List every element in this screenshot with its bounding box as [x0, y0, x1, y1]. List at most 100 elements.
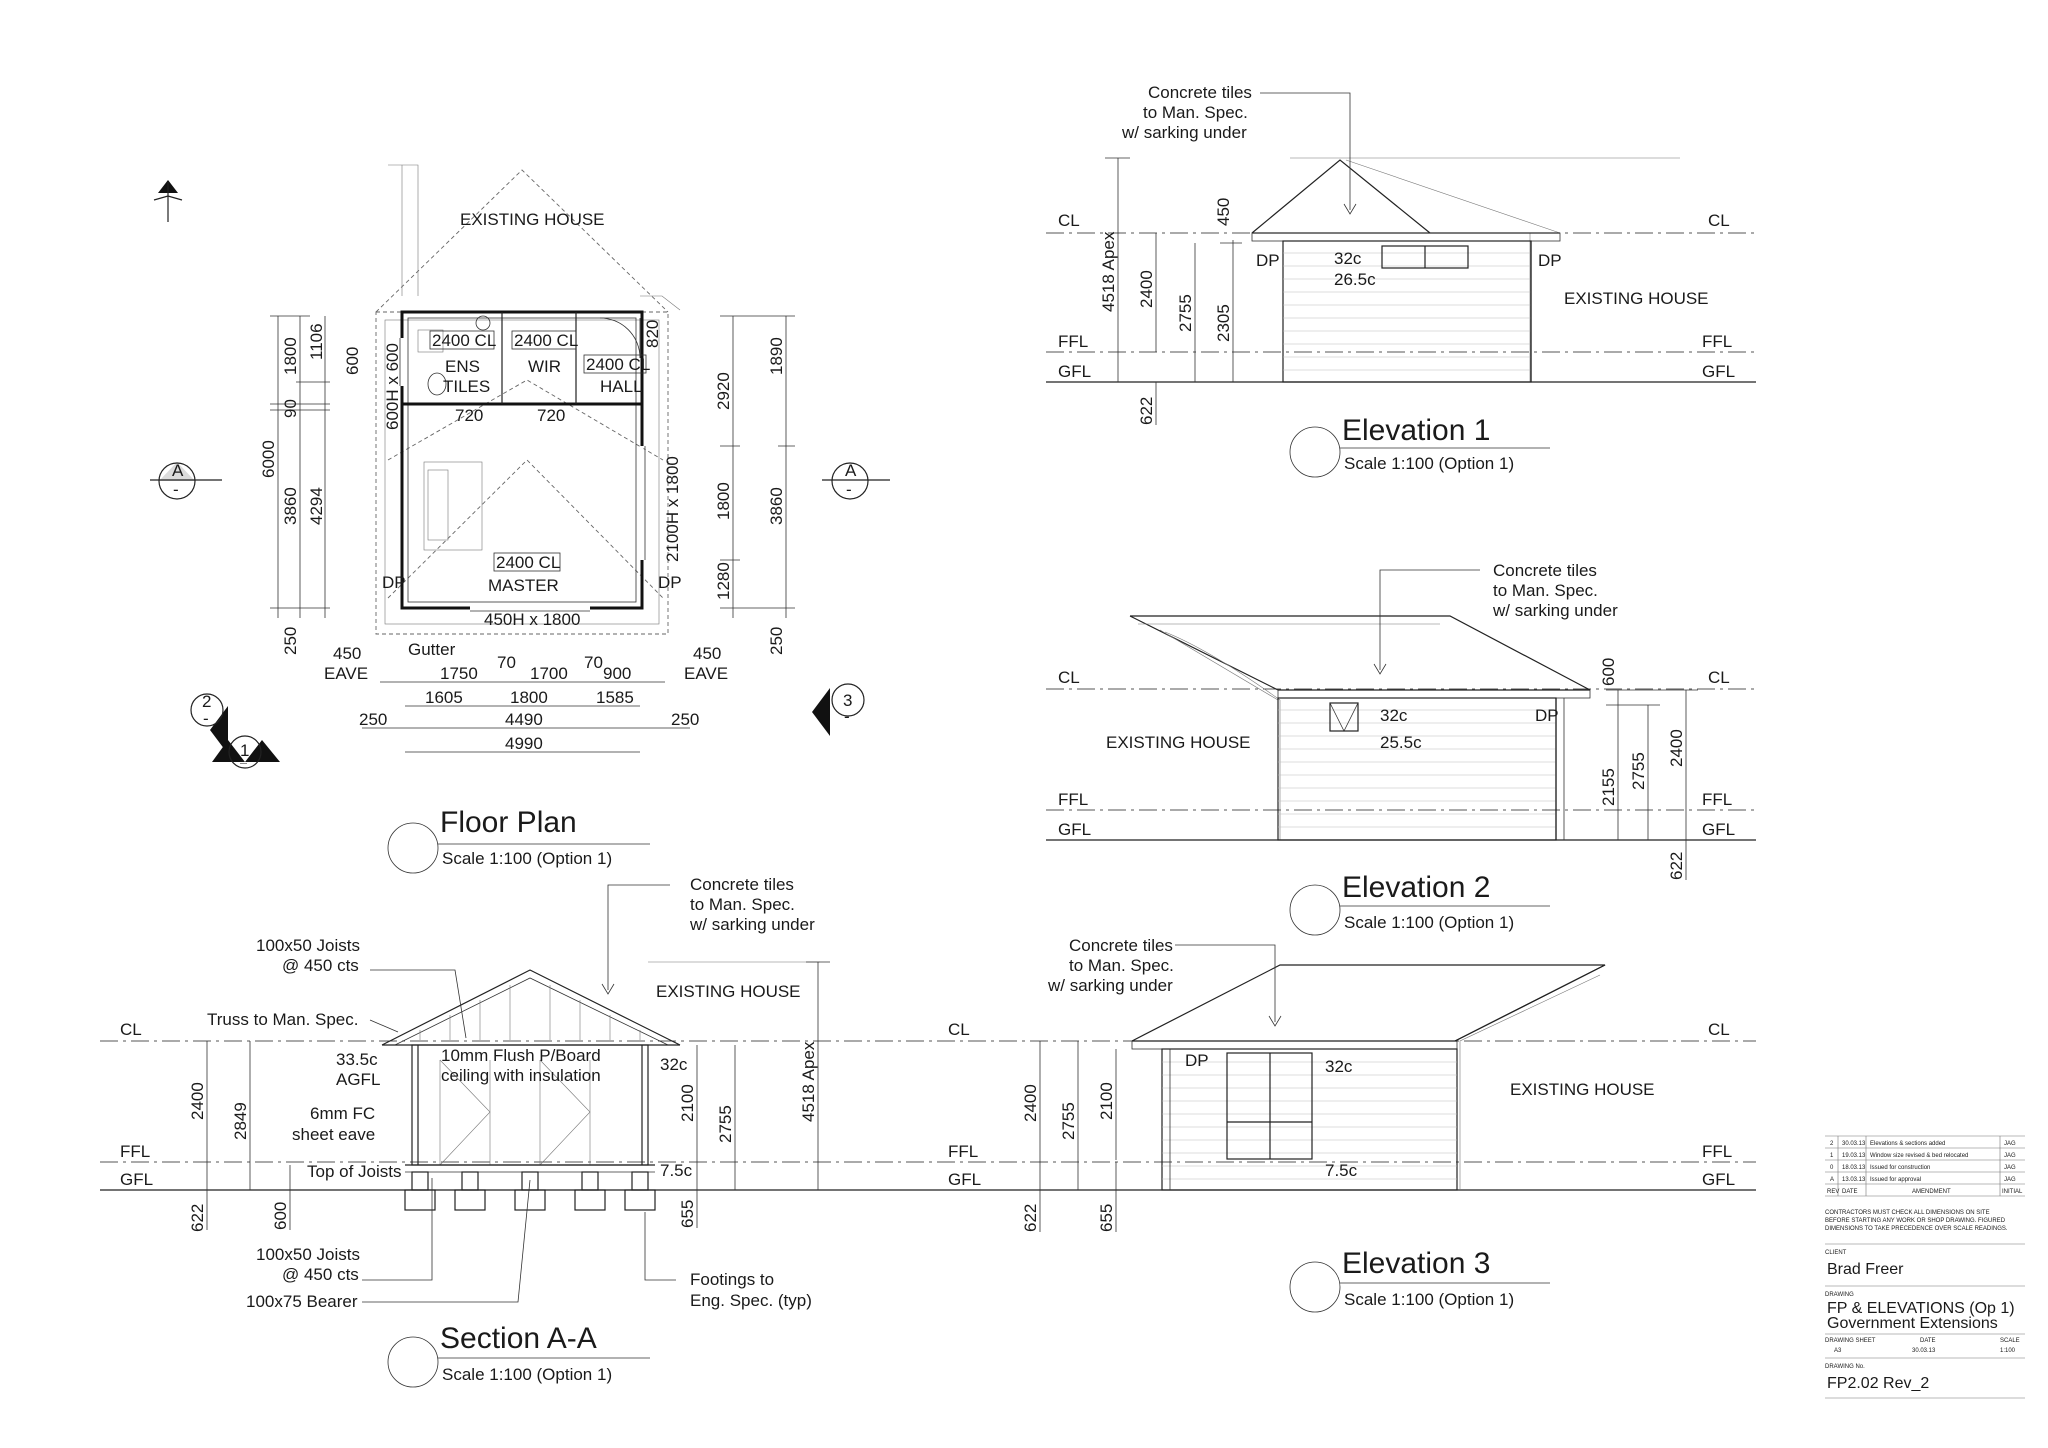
sec-bearer: 100x75 Bearer — [246, 1292, 358, 1311]
section-marker-right: A - — [822, 461, 890, 500]
dim-left-4294: 4294 — [307, 487, 326, 525]
section-a-a: Concrete tiles to Man. Spec. w/ sarking … — [100, 875, 1756, 1388]
dim-bottom-70a: 70 — [497, 653, 516, 672]
elev-marker-2-num: 2 — [202, 692, 211, 711]
rev-row-0-rev: 2 — [1830, 1141, 1834, 1147]
e3-existing-house: EXISTING HOUSE — [1510, 1080, 1655, 1099]
room-hall-label: HALL — [600, 377, 643, 396]
rev-row-2-initial: JAG — [2004, 1165, 2016, 1171]
dim-right-1890: 1890 — [767, 337, 786, 375]
e1-gfl-left: GFL — [1058, 362, 1091, 381]
rev-row-0-date: 30.03.13 — [1842, 1141, 1866, 1147]
sec-agfl-2: AGFL — [336, 1070, 380, 1089]
e1-dim-2305: 2305 — [1214, 304, 1233, 342]
e2-callout-line3: w/ sarking under — [1492, 601, 1618, 620]
e2-gfl-left: GFL — [1058, 820, 1091, 839]
sheet-size: A3 — [1834, 1348, 1842, 1354]
wir-ceiling-label: 2400 CL — [514, 331, 578, 350]
dim-bottom-1605: 1605 — [425, 688, 463, 707]
elevation-3-scale: Scale 1:100 (Option 1) — [1344, 1290, 1514, 1309]
e2-ffl-left: FFL — [1058, 790, 1088, 809]
sec-ffl: FFL — [120, 1142, 150, 1161]
drawing-name: FP & ELEVATIONS (Op 1) — [1827, 1300, 2015, 1317]
room-ens-label: ENS — [445, 357, 480, 376]
client-label: CLIENT — [1825, 1250, 1847, 1256]
window-bottom-label: 450H x 1800 — [484, 610, 580, 629]
dim-bottom-70b: 70 — [584, 653, 603, 672]
rev-row-1-rev: 1 — [1830, 1153, 1834, 1159]
sec-callout-tiles-2: to Man. Spec. — [690, 895, 795, 914]
sec-existing-house: EXISTING HOUSE — [656, 982, 801, 1001]
section-marker-left-top: A — [172, 461, 184, 480]
section-title: Section A-A — [440, 1322, 597, 1355]
dim-bottom-900: 900 — [603, 664, 631, 683]
sec-joists-top-2: @ 450 cts — [282, 956, 359, 975]
e3-callout-line3: w/ sarking under — [1047, 976, 1173, 995]
eave-left-value: 450 — [333, 644, 361, 663]
inner-dim-ens: 720 — [455, 406, 483, 425]
dim-bottom-4490: 4490 — [505, 710, 543, 729]
gutter-label: Gutter — [408, 640, 456, 659]
e2-gfl-right: GFL — [1702, 820, 1735, 839]
e1-dim-apex: 4518 Apex — [1099, 231, 1118, 312]
notes-line1: CONTRACTORS MUST CHECK ALL DIMENSIONS ON… — [1825, 1210, 1990, 1216]
sec-joists-bottom-2: @ 450 cts — [282, 1265, 359, 1284]
dim-left-250: 250 — [281, 627, 300, 655]
section-marker-left: A - — [150, 461, 222, 500]
title-block: 2 30.03.13 Elevations & sections added J… — [1825, 1135, 2025, 1399]
elevation-1: Concrete tiles to Man. Spec. w/ sarking … — [1046, 83, 1756, 478]
sec-fc-eave-1: 6mm FC — [310, 1104, 375, 1123]
e3-dim-2100: 2100 — [1097, 1082, 1116, 1120]
e3-callout-line1: Concrete tiles — [1069, 936, 1173, 955]
rev-header-rev: REV — [1827, 1189, 1839, 1195]
e1-existing-house: EXISTING HOUSE — [1564, 289, 1709, 308]
dim-right-3860: 3860 — [767, 487, 786, 525]
e1-ffl-right: FFL — [1702, 332, 1732, 351]
elevation-marker-2: 2 - — [190, 692, 228, 754]
hall-ceiling-label: 2400 CL — [586, 355, 650, 374]
e2-course-1: 32c — [1380, 706, 1408, 725]
date-label: DATE — [1920, 1338, 1936, 1344]
sec-dim-2400: 2400 — [188, 1082, 207, 1120]
window-side-label: 2100H x 1800 — [663, 456, 682, 562]
e1-course-1: 32c — [1334, 249, 1362, 268]
elevation-2-title: Elevation 2 — [1342, 871, 1490, 904]
dim-left-1800: 1800 — [281, 337, 300, 375]
sec-ceiling-1: 10mm Flush P/Board — [441, 1046, 601, 1065]
sec-dim-600: 600 — [271, 1202, 290, 1230]
dim-bottom-1750: 1750 — [440, 664, 478, 683]
e1-dim-2400: 2400 — [1137, 270, 1156, 308]
sec-dim-apex: 4518 Apex — [799, 1041, 818, 1122]
dim-left-90: 90 — [281, 399, 300, 418]
e3-dp-label: DP — [1185, 1051, 1209, 1070]
e2-dim-622: 622 — [1667, 852, 1686, 880]
e1-callout-line3: w/ sarking under — [1121, 123, 1247, 142]
rev-row-1-amendment: Window size revised & bed relocated — [1870, 1153, 1968, 1159]
e2-dim-2755: 2755 — [1629, 752, 1648, 790]
sec-truss-label: Truss to Man. Spec. — [207, 1010, 358, 1029]
rev-row-1-initial: JAG — [2004, 1153, 2016, 1159]
number-label: DRAWING No. — [1825, 1364, 1865, 1370]
section-scale: Scale 1:100 (Option 1) — [442, 1365, 612, 1384]
scale-label: SCALE — [2000, 1338, 2020, 1344]
e1-callout-line1: Concrete tiles — [1148, 83, 1252, 102]
floor-plan-title: Floor Plan — [440, 806, 577, 839]
rev-header-amendment: AMENDMENT — [1912, 1189, 1951, 1195]
sec-footings-1: Footings to — [690, 1270, 774, 1289]
elevation-marker-1: 1 — — [212, 735, 280, 769]
e2-callout-line1: Concrete tiles — [1493, 561, 1597, 580]
sec-dim-2100: 2100 — [678, 1084, 697, 1122]
e2-existing-house: EXISTING HOUSE — [1106, 733, 1251, 752]
e2-dim-600: 600 — [1599, 658, 1618, 686]
e3-gfl-left: GFL — [948, 1170, 981, 1189]
e1-dim-450: 450 — [1214, 198, 1233, 226]
e3-cl-left: CL — [948, 1020, 970, 1039]
e3-course-2: 7.5c — [1325, 1161, 1358, 1180]
section-marker-right-top: A — [845, 461, 857, 480]
project-name: Government Extensions — [1827, 1315, 1998, 1332]
eave-left-label: EAVE — [324, 664, 368, 683]
dim-left-600: 600 — [343, 347, 362, 375]
e1-dim-2755: 2755 — [1176, 294, 1195, 332]
e2-dim-2400: 2400 — [1667, 729, 1686, 767]
